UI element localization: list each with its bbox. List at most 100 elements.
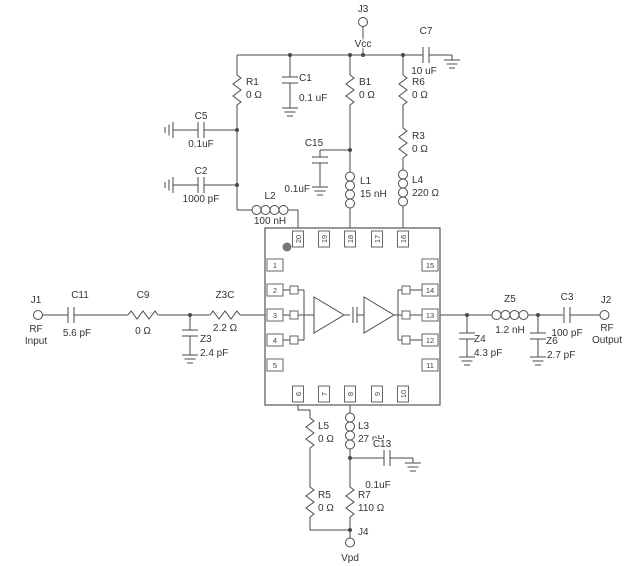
junction-dot bbox=[235, 128, 239, 132]
pin-number: 13 bbox=[426, 311, 434, 320]
amplifier-stage1-icon bbox=[313, 296, 345, 334]
capacitor-c5: C5 0.1uF bbox=[188, 111, 214, 150]
component-value: 0.1 uF bbox=[299, 93, 327, 104]
ic-inner-pad bbox=[401, 310, 411, 320]
bead-b1: B1 0 Ω bbox=[345, 74, 375, 106]
component-value: 0 Ω bbox=[318, 434, 334, 445]
component-value: 1000 pF bbox=[183, 194, 220, 205]
resistor-c9: C9 0 Ω bbox=[127, 290, 159, 337]
net-label: Vcc bbox=[355, 39, 372, 50]
amplifier-stage2-icon bbox=[363, 296, 395, 334]
ground-icon bbox=[311, 181, 329, 196]
ic-inner-pad bbox=[401, 285, 411, 295]
port-circle bbox=[358, 17, 368, 27]
component-ref: Z3C bbox=[216, 290, 235, 301]
component-value: 10 uF bbox=[411, 66, 437, 77]
junction-dot bbox=[348, 148, 352, 152]
inductor-l3: L3 27 nH bbox=[345, 412, 385, 450]
pin-number: 4 bbox=[273, 336, 277, 345]
ground-icon bbox=[458, 351, 476, 366]
component-value: 2.2 Ω bbox=[213, 323, 238, 334]
component-value: 2.7 pF bbox=[547, 350, 575, 361]
ic-internal-wires bbox=[283, 289, 422, 341]
component-ref: Z5 bbox=[504, 294, 516, 305]
pin-number: 11 bbox=[426, 361, 434, 370]
component-value: 0 Ω bbox=[318, 503, 334, 514]
component-value: 4.3 pF bbox=[474, 348, 502, 359]
ground-icon bbox=[164, 121, 179, 139]
component-ref: R6 bbox=[412, 77, 425, 88]
component-ref: C5 bbox=[195, 111, 208, 122]
port-circle bbox=[33, 310, 43, 320]
capacitor-c15: C15 0.1uF bbox=[284, 137, 329, 195]
pin-number: 3 bbox=[273, 311, 277, 320]
ic-pins-right: 15 14 13 12 11 bbox=[421, 258, 439, 372]
pin-number: 18 bbox=[346, 235, 355, 243]
capacitor-c3: C3 100 pF bbox=[551, 292, 582, 339]
pin-number: 15 bbox=[426, 261, 434, 270]
capacitor-z4: Z4 4.3 pF bbox=[458, 332, 502, 359]
connector-j3: J3 Vcc bbox=[353, 4, 373, 52]
component-ref: B1 bbox=[359, 77, 372, 88]
component-ref: C1 bbox=[299, 73, 312, 84]
port-circle bbox=[599, 310, 610, 320]
component-ref: R1 bbox=[246, 77, 259, 88]
component-ref: L4 bbox=[412, 175, 424, 186]
rf-output-wires bbox=[438, 314, 600, 352]
junction-dot bbox=[235, 183, 239, 187]
component-ref: Z6 bbox=[546, 336, 558, 347]
component-value: 0 Ω bbox=[412, 90, 428, 101]
component-value: 100 pF bbox=[551, 328, 582, 339]
junction-dots bbox=[188, 53, 540, 532]
net-label: Output bbox=[592, 335, 622, 346]
component-ref: C2 bbox=[195, 166, 208, 177]
pin-number: 9 bbox=[373, 392, 382, 396]
pin-number: 5 bbox=[273, 361, 277, 370]
ground-icon bbox=[529, 351, 547, 366]
component-value: 0 Ω bbox=[135, 326, 151, 337]
pin-number: 12 bbox=[426, 336, 434, 345]
component-ref: C3 bbox=[561, 292, 574, 303]
component-value: 0 Ω bbox=[246, 90, 262, 101]
component-value: 110 Ω bbox=[358, 503, 385, 514]
junction-dot bbox=[536, 313, 540, 317]
net-label: Input bbox=[25, 336, 47, 347]
inductor-l2: L2 100 nH bbox=[251, 191, 289, 227]
pin-number: 10 bbox=[399, 390, 408, 398]
component-value: 0.1uF bbox=[188, 139, 214, 150]
ic-inner-pad bbox=[401, 335, 411, 345]
component-ref: C9 bbox=[137, 290, 150, 301]
resistor-r5: R5 0 Ω bbox=[305, 486, 334, 518]
component-value: 5.6 pF bbox=[63, 328, 91, 339]
resistor-z3c: Z3C 2.2 Ω bbox=[209, 290, 241, 334]
ground-icon bbox=[181, 349, 199, 364]
junction-dot bbox=[348, 528, 352, 532]
capacitor-c11: C11 5.6 pF bbox=[63, 290, 91, 339]
connector-ref: J3 bbox=[358, 4, 369, 15]
pin-number: 1 bbox=[273, 261, 277, 270]
resistor-r7: R7 110 Ω bbox=[345, 486, 385, 518]
ic-inner-pad bbox=[289, 285, 299, 295]
ground-icon bbox=[281, 102, 299, 117]
junction-dot bbox=[465, 313, 469, 317]
inductor-z5: Z5 1.2 nH bbox=[491, 294, 529, 336]
connector-ref: J1 bbox=[31, 295, 42, 306]
capacitor-c7: C7 10 uF bbox=[411, 26, 437, 77]
ic-pins-bottom: 6 7 8 9 10 bbox=[292, 385, 409, 403]
component-value: 0 Ω bbox=[412, 144, 428, 155]
net-label: RF bbox=[29, 324, 42, 335]
component-value: 15 nH bbox=[360, 189, 387, 200]
capacitor-z3: Z3 2.4 pF bbox=[181, 329, 228, 359]
component-ref: L3 bbox=[358, 421, 370, 432]
junction-dot bbox=[361, 53, 365, 57]
junction-dot bbox=[348, 456, 352, 460]
component-ref: L1 bbox=[360, 176, 372, 187]
component-ref: L2 bbox=[264, 191, 276, 202]
component-value: 27 nH bbox=[358, 434, 385, 445]
connector-ref: J2 bbox=[601, 295, 612, 306]
ground-icon bbox=[404, 457, 422, 472]
component-ref: L5 bbox=[318, 421, 330, 432]
pin-number: 7 bbox=[320, 392, 329, 396]
capacitor-z6: Z6 2.7 pF bbox=[529, 332, 575, 361]
